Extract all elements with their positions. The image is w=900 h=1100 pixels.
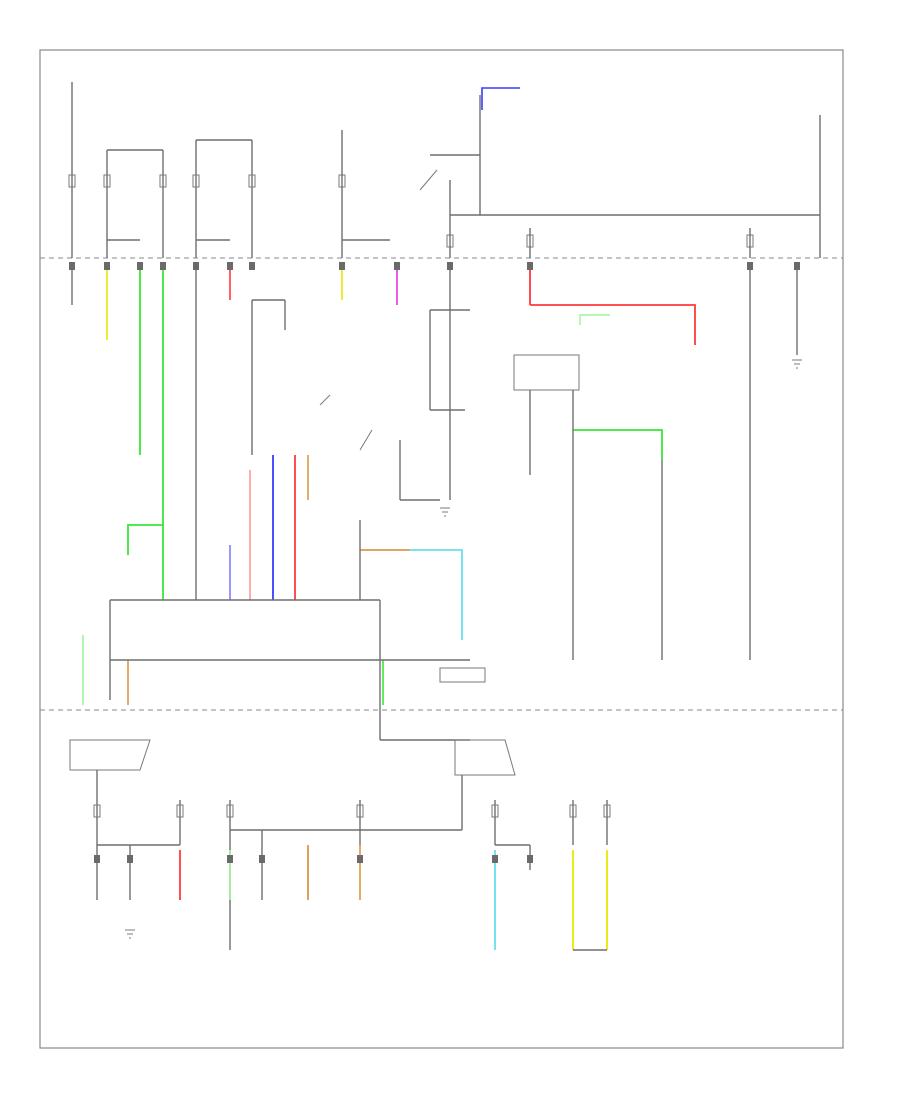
- relay-box: [513, 354, 580, 391]
- switch-icon: [359, 429, 373, 451]
- top-relay-block: [341, 95, 821, 258]
- fuse-icon: [68, 174, 754, 248]
- ground-icon: [125, 359, 802, 939]
- switch-icon: [319, 394, 331, 406]
- blue-wire: [481, 87, 520, 110]
- ignition-switch-icon: [69, 739, 151, 771]
- grey-wires-mid: [71, 265, 798, 660]
- fuse-icon: [93, 804, 611, 818]
- diagram-frame: [39, 49, 844, 1049]
- top-fuse-row: [68, 82, 754, 258]
- colored-wires: [82, 265, 696, 705]
- relay-switch-icon: [419, 169, 438, 191]
- bus-bars: [109, 599, 486, 741]
- connector-pins: [69, 262, 800, 863]
- relay-icon: [454, 739, 516, 776]
- ground-icon: [439, 667, 486, 683]
- lower-fuse-section: [69, 739, 611, 951]
